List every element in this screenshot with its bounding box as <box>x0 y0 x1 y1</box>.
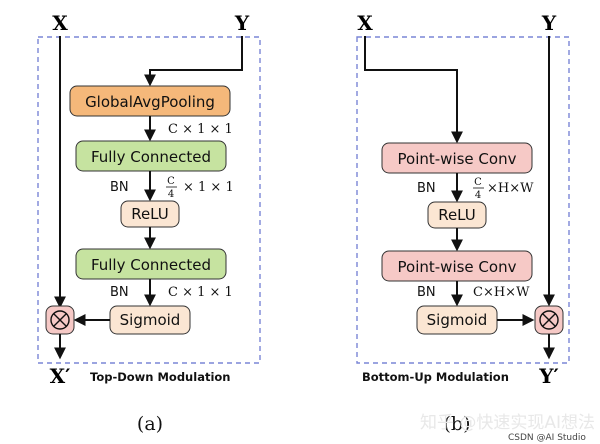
input-x-label-a: X <box>52 11 68 35</box>
multiply-icon-a-cross2 <box>53 313 67 327</box>
dashed-frame-b <box>356 36 570 364</box>
caption-b: Bottom-Up Modulation <box>362 370 509 384</box>
input-y-label-b: Y <box>541 11 557 35</box>
bn-label-2-b: BN <box>417 285 436 300</box>
sublabel-a: (a) <box>137 413 163 435</box>
caption-a: Top-Down Modulation <box>90 370 230 384</box>
dim-label-2-a: × 1 × 1 <box>183 180 234 195</box>
node-relu-label-a: ReLU <box>131 205 169 223</box>
node-gap-label: GlobalAvgPooling <box>85 93 215 111</box>
node-fc1-label: Fully Connected <box>91 148 211 166</box>
node-relu-label-b: ReLU <box>438 206 476 224</box>
watermark-credit: CSDN @AI Studio <box>508 433 586 443</box>
fraction-num-b: C <box>474 177 482 188</box>
edge-x-to-pw1 <box>364 36 463 144</box>
multiply-icon-b-cross2 <box>542 313 556 327</box>
fraction-den-a: 4 <box>168 189 174 200</box>
edge-y-to-gap <box>144 36 243 87</box>
node-sigmoid-label-a: Sigmoid <box>120 311 181 329</box>
fraction-num-a: C <box>167 176 175 187</box>
diagram-bottom-up: X Y Point-wise Conv BN C 4 ×H×W ReLU Poi… <box>356 11 570 435</box>
bn-label-1-b: BN <box>417 181 436 196</box>
node-fc2-label: Fully Connected <box>91 256 211 274</box>
node-sigmoid-label-b: Sigmoid <box>427 311 488 329</box>
node-pw2-label: Point-wise Conv <box>398 258 517 276</box>
dashed-frame-a <box>37 36 261 364</box>
input-y-label-a: Y <box>234 11 250 35</box>
dim-label-3-a: C × 1 × 1 <box>168 285 233 300</box>
sublabel-b: (b) <box>444 413 471 435</box>
bn-label-1-a: BN <box>110 180 129 195</box>
diagram-top-down: X Y GlobalAvgPooling C × 1 × 1 Fully Con… <box>37 11 261 435</box>
node-pw1-label: Point-wise Conv <box>398 150 517 168</box>
fraction-den-b: 4 <box>475 190 481 201</box>
output-label-b: Y′ <box>538 364 559 388</box>
bn-label-2-a: BN <box>110 285 129 300</box>
multiply-icon-b <box>539 310 559 330</box>
dim-label-2-b: C×H×W <box>473 285 530 300</box>
output-label-a: X′ <box>50 364 71 388</box>
watermark-text: 知乎 @快速实现AI想法 <box>420 413 595 433</box>
dim-label-1-a: C × 1 × 1 <box>168 122 233 137</box>
multiply-icon-a <box>50 310 70 330</box>
dim-label-1-b: ×H×W <box>487 181 534 196</box>
input-x-label-b: X <box>357 11 373 35</box>
